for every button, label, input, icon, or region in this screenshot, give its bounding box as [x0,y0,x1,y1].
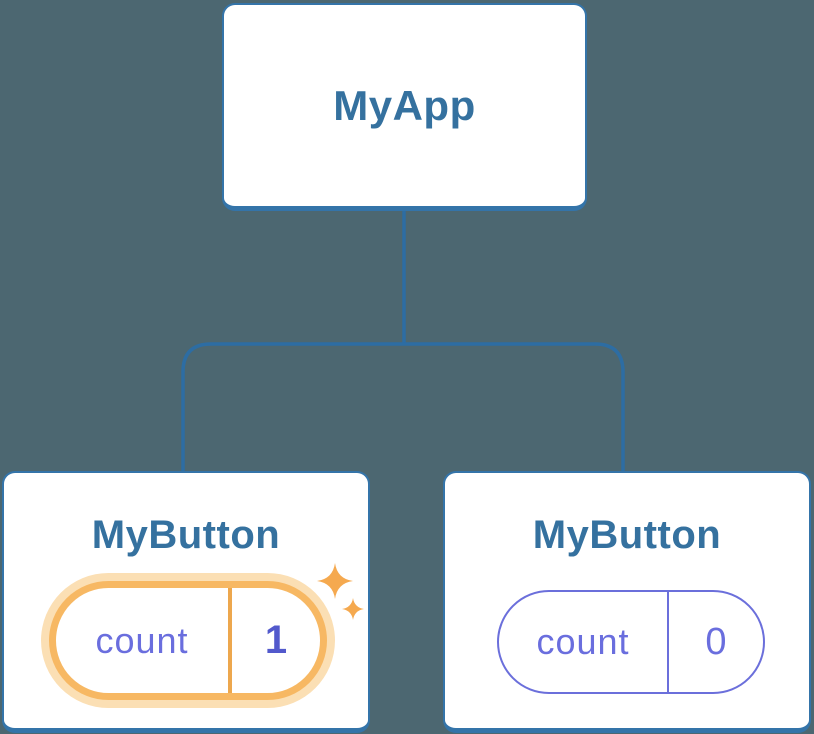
state-pill-highlighted: count 1 [49,581,327,700]
component-node-root: MyApp [222,3,587,211]
component-label-child-2: MyButton [532,513,722,557]
state-key: count [536,621,630,662]
state-value: 0 [705,620,727,663]
state-key: count [95,619,189,661]
component-node-child-highlighted: MyButton count 1 [2,471,370,733]
children-bracket-line [181,342,625,471]
component-label-child-1: MyButton [91,513,281,557]
state-value: 1 [264,618,288,662]
component-node-child-plain: MyButton count 0 [443,471,811,733]
sparkle-icon [317,563,364,620]
component-label-root: MyApp [333,81,476,129]
pill-divider [667,592,669,692]
state-pill-plain: count 0 [497,590,765,694]
pill-divider [228,588,232,693]
